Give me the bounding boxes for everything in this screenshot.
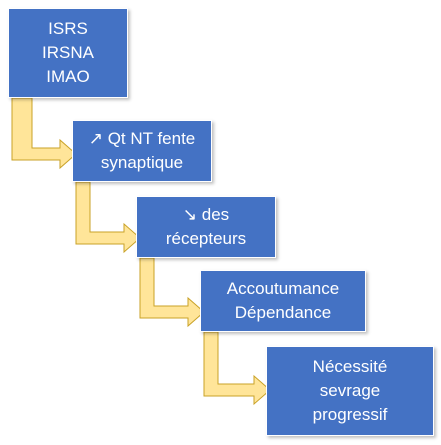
connector-arrow [203, 331, 271, 406]
step-box-receptor-decrease: ↘ des récepteurs [136, 196, 276, 258]
step-line: ↗ Qt NT fente [88, 129, 196, 148]
step-line: sevrage [319, 381, 381, 400]
step-line: Nécessité [312, 357, 388, 376]
step-line: IRSNA [42, 43, 94, 62]
step-box-progressive-withdrawal: Nécessité sevrage progressif [266, 346, 434, 436]
step-line: progressif [312, 405, 388, 424]
step-box-synaptic-increase: ↗ Qt NT fente synaptique [72, 120, 212, 182]
step-box-medications: ISRS IRSNA IMAO [8, 8, 128, 98]
step-line: IMAO [46, 67, 90, 86]
step-line: synaptique [100, 153, 184, 172]
connector-arrow [11, 97, 77, 170]
step-box-tolerance-dependence: Accoutumance Dépendance [200, 270, 366, 332]
connector-arrow [139, 257, 205, 328]
step-line: Accoutumance [226, 279, 340, 298]
step-line: ISRS [48, 19, 88, 38]
step-line: récepteurs [165, 229, 247, 248]
step-line: Dépendance [234, 303, 332, 322]
connector-arrow [75, 181, 141, 254]
step-line: ↘ des [182, 205, 230, 224]
